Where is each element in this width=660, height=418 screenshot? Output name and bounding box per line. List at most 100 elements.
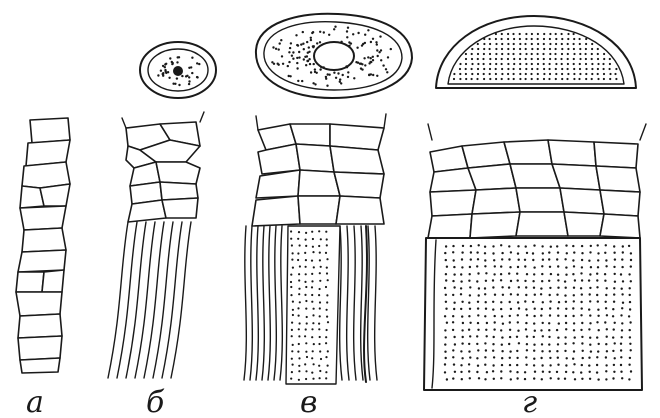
medulla-dot <box>305 370 307 372</box>
medulla-dot <box>291 329 293 331</box>
pigment-dot <box>525 73 527 75</box>
cortex-fiber-line <box>361 226 363 380</box>
medulla-dot <box>548 343 550 345</box>
medulla-dot <box>612 377 614 379</box>
pigment-dot <box>549 58 551 60</box>
pigment-dot <box>471 48 473 50</box>
medulla-dot <box>319 370 321 372</box>
medulla-dot <box>292 252 294 254</box>
medulla-dot <box>486 371 488 373</box>
medulla-dot <box>541 308 543 310</box>
pigment-dot <box>347 27 349 29</box>
medulla-dot <box>622 245 624 247</box>
medulla-dot <box>485 349 487 351</box>
pigment-dot <box>579 53 581 55</box>
pigment-dot <box>501 63 503 65</box>
pigment-dot <box>471 73 473 75</box>
medulla-dot <box>478 244 480 246</box>
medulla-dot <box>517 266 519 268</box>
medulla-dot <box>291 350 293 352</box>
medulla-dot <box>613 364 615 366</box>
pigment-dot <box>476 78 478 80</box>
medulla-dot <box>534 371 536 373</box>
medulla-dot <box>620 349 622 351</box>
pigment-dot <box>298 56 300 58</box>
pigment-dot <box>380 49 382 51</box>
medulla-dot <box>462 336 464 338</box>
medulla-dot <box>588 260 590 262</box>
pigment-dot <box>573 63 575 65</box>
pigment-dot <box>519 33 521 35</box>
medulla-dot <box>298 335 300 337</box>
pigment-dot <box>501 78 503 80</box>
medulla-dot <box>326 258 328 260</box>
medulla-dot <box>305 300 307 302</box>
pigment-dot <box>323 31 325 33</box>
medulla-dot <box>446 378 448 380</box>
medulla-dot <box>452 245 454 247</box>
pigment-dot <box>198 63 200 65</box>
medulla-dot <box>461 301 463 303</box>
pigment-dot <box>328 34 330 36</box>
medulla-dot <box>581 364 583 366</box>
medulla-dot <box>525 356 527 358</box>
medulla-dot <box>525 322 527 324</box>
pigment-dot <box>519 38 521 40</box>
medulla-dot <box>453 273 455 275</box>
medulla-dot <box>291 244 293 246</box>
pigment-dot <box>279 42 281 44</box>
medulla-dot <box>516 357 518 359</box>
pigment-dot <box>386 71 388 73</box>
medulla-dot <box>509 315 511 317</box>
pigment-dot <box>609 68 611 70</box>
pigment-dot <box>287 65 289 67</box>
medulla-dot <box>541 265 543 267</box>
medulla-dot <box>311 280 313 282</box>
medulla-dot <box>540 357 542 359</box>
medulla-dot <box>629 294 631 296</box>
pigment-dot <box>585 58 587 60</box>
pigment-dot <box>519 58 521 60</box>
dark-cortex-band <box>364 226 367 382</box>
medulla-dot <box>564 336 566 338</box>
medulla-dot <box>469 335 471 337</box>
pigment-dot <box>537 48 539 50</box>
pigment-dot <box>543 63 545 65</box>
medulla-dot <box>572 273 574 275</box>
medulla-dot <box>492 370 494 372</box>
medulla-dot <box>597 259 599 261</box>
pigment-dot <box>316 42 318 44</box>
medulla-dot <box>445 357 447 359</box>
medulla-dot <box>525 364 527 366</box>
medulla-dot <box>572 358 574 360</box>
pigment-dot <box>501 43 503 45</box>
pigment-dot <box>188 76 190 78</box>
medulla-dot <box>312 322 314 324</box>
medulla-dot <box>508 343 510 345</box>
pigment-dot <box>483 68 485 70</box>
medulla-dot <box>605 370 607 372</box>
medulla-dot <box>311 336 313 338</box>
medulla-dot <box>327 350 329 352</box>
pigment-dot <box>525 63 527 65</box>
pigment-dot <box>524 43 526 45</box>
pigment-dot <box>554 53 556 55</box>
medulla-dot <box>541 378 543 380</box>
pigment-dot <box>555 73 557 75</box>
pigment-dot <box>615 68 617 70</box>
pigment-dot <box>477 73 479 75</box>
pigment-dot <box>537 58 539 60</box>
medulla-dot <box>318 343 320 345</box>
cortex-fiber-line <box>368 226 370 380</box>
pigment-dot <box>531 33 533 35</box>
medulla-dot <box>509 357 511 359</box>
pigment-dot <box>489 68 491 70</box>
pigment-dot <box>292 51 294 53</box>
medulla-dot <box>518 286 520 288</box>
medulla-dot <box>319 307 321 309</box>
medulla-dot <box>588 308 590 310</box>
pigment-dot <box>543 78 545 80</box>
medulla-dot <box>486 322 488 324</box>
pigment-dot <box>196 62 198 64</box>
medulla-dot <box>325 377 327 379</box>
